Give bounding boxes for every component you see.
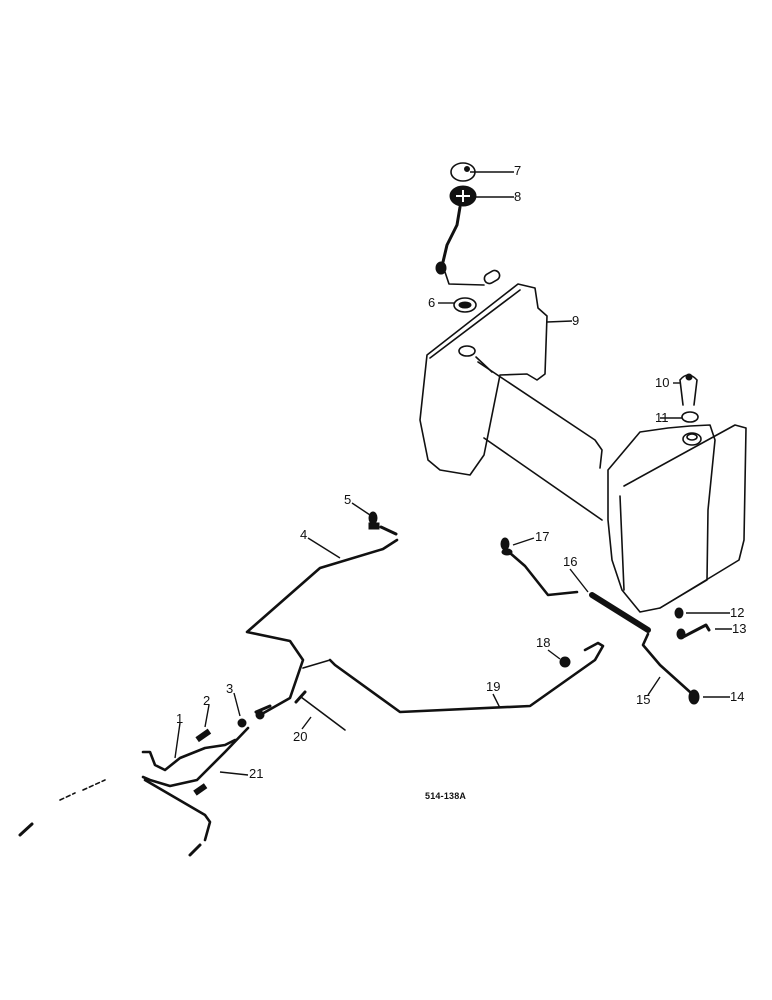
hose-end <box>18 779 202 857</box>
callout-7: 7 <box>514 163 522 178</box>
callout-2: 2 <box>203 693 211 708</box>
callout-5: 5 <box>344 492 352 507</box>
callout-19: 19 <box>486 679 501 694</box>
callout-18: 18 <box>536 635 551 650</box>
callout-21: 21 <box>249 766 264 781</box>
part-9-fuel-tank <box>419 283 747 613</box>
callout-14: 14 <box>730 689 745 704</box>
part-14-fitting <box>688 689 730 705</box>
part-5-fitting <box>351 502 398 536</box>
part-2-sleeve <box>195 704 212 743</box>
callout-17: 17 <box>535 529 550 544</box>
callout-6: 6 <box>428 295 436 310</box>
part-21-fuel-line <box>141 704 272 842</box>
part-6-gasket <box>438 297 477 313</box>
part-18-nut <box>547 649 571 668</box>
callout-16: 16 <box>563 554 578 569</box>
callout-1: 1 <box>176 711 184 726</box>
callout-10: 10 <box>655 375 670 390</box>
part-19-fuel-line <box>302 641 605 714</box>
part-17-fitting <box>500 537 535 556</box>
callout-15: 15 <box>636 692 651 707</box>
callout-9: 9 <box>572 313 580 328</box>
part-10-filler-cap <box>673 373 698 406</box>
part-13-elbow-fitting <box>676 623 732 640</box>
callout-20: 20 <box>293 729 308 744</box>
callout-12: 12 <box>730 605 745 620</box>
drawing-code: 514-138A <box>425 791 467 801</box>
part-7-cap <box>450 162 514 182</box>
part-8-sending-unit <box>435 185 514 286</box>
callout-8: 8 <box>514 189 522 204</box>
part-12-drain-plug <box>674 607 730 619</box>
callout-13: 13 <box>732 621 747 636</box>
part-11-gasket <box>660 411 699 423</box>
callout-11: 11 <box>655 410 669 425</box>
part-20-bolt <box>294 690 346 731</box>
part-15-fuel-line <box>641 632 692 696</box>
part-16-hose <box>508 551 651 633</box>
part-3-nut <box>233 692 247 728</box>
callout-4: 4 <box>300 527 308 542</box>
part-4-fuel-line <box>245 537 399 717</box>
part-1-fuel-line <box>141 722 237 772</box>
callout-3: 3 <box>226 681 234 696</box>
